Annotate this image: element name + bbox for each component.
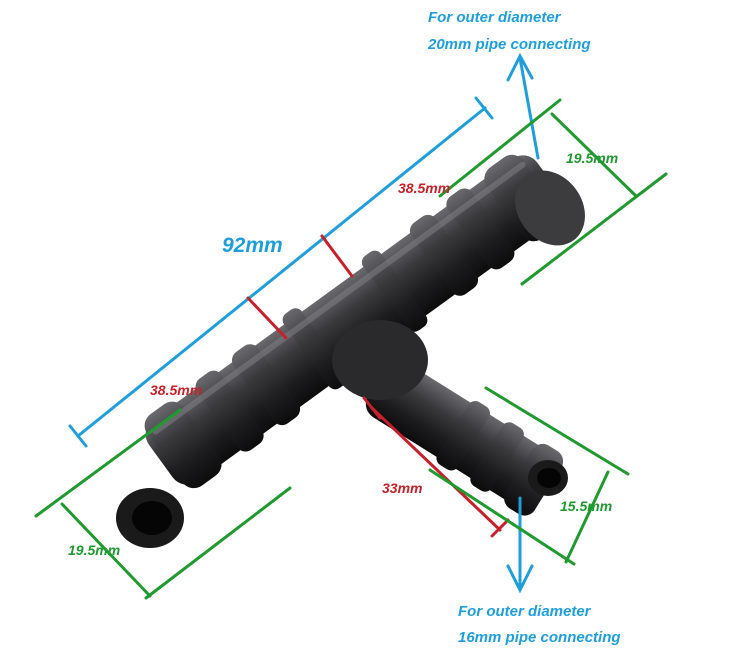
top-note-line1: For outer diameter xyxy=(428,9,561,26)
total-length-end-tick xyxy=(68,424,88,448)
blue-annotations xyxy=(68,52,540,594)
center-mark-line xyxy=(320,234,354,278)
diameter-lower-label: 19.5mm xyxy=(68,542,121,558)
arm-lower-label: 38.5mm xyxy=(150,382,203,398)
arm-upper-label: 38.5mm xyxy=(398,180,451,196)
green-annotations xyxy=(34,98,668,600)
branch-dimension-line xyxy=(370,406,502,532)
total-length-end-tick xyxy=(474,96,494,120)
diameter-branch-label: 15.5mm xyxy=(560,498,613,514)
branch-dimension-tick xyxy=(362,396,382,420)
total-length-label: 92mm xyxy=(222,234,283,257)
bottom-note-line2: 16mm pipe connecting xyxy=(458,629,621,646)
branch-dimension-tick xyxy=(490,518,510,538)
bottom-note-line1: For outer diameter xyxy=(458,603,591,620)
red-annotations xyxy=(246,234,510,538)
tee-fitting xyxy=(116,154,585,548)
top-note-line2: 20mm pipe connecting xyxy=(428,36,591,53)
total-length-dimension-line xyxy=(76,106,487,438)
up-arrow-head xyxy=(506,52,534,82)
down-arrow-head xyxy=(506,564,534,594)
branch-length-label: 33mm xyxy=(382,480,423,496)
center-mark-line xyxy=(246,296,288,340)
diameter-upper-label: 19.5mm xyxy=(566,150,619,166)
up-arrow-shaft xyxy=(518,56,540,160)
